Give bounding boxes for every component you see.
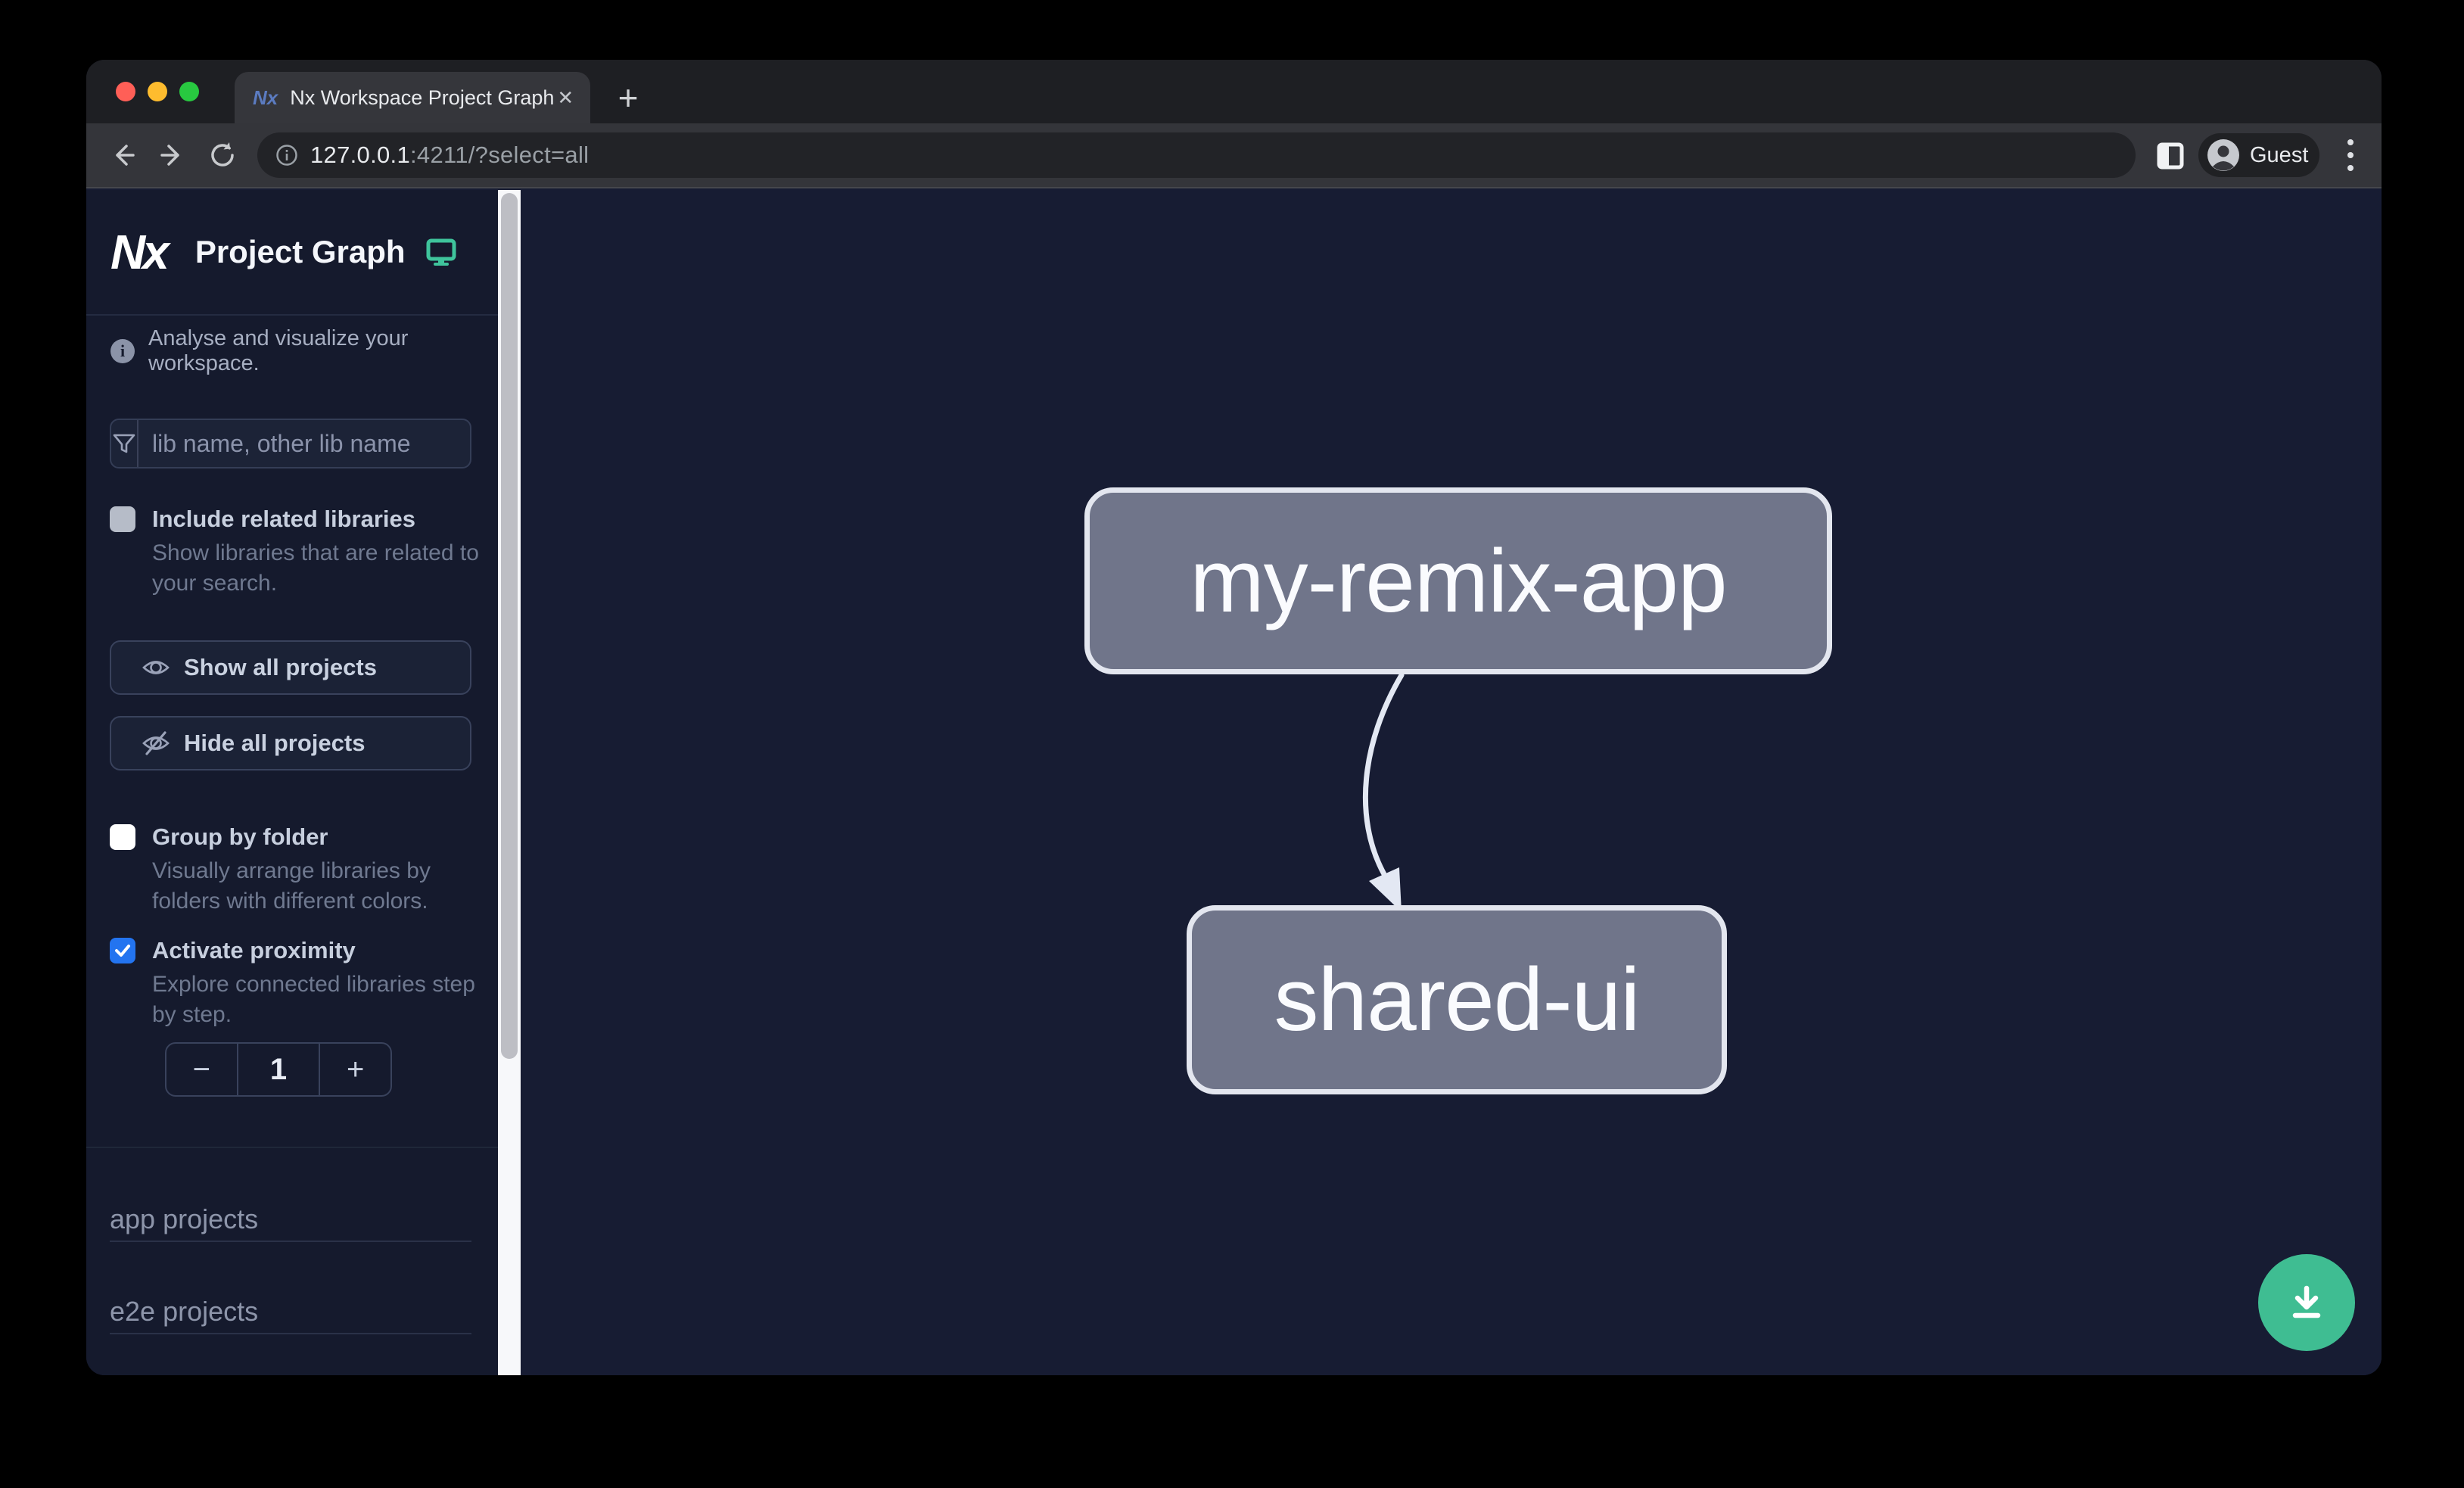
url-path: :4211/?select=all [409, 142, 590, 168]
download-icon [2292, 1285, 2321, 1318]
proximity-value: 1 [236, 1044, 321, 1095]
activate-proximity-checkbox[interactable] [110, 938, 135, 963]
activate-proximity-desc: Explore connected libraries step by step… [152, 972, 475, 1027]
theme-monitor-icon[interactable] [425, 236, 457, 268]
browser-window: Nx Nx Workspace Project Graph ✕ + 127.0.… [86, 60, 2382, 1375]
show-all-projects-label: Show all projects [184, 654, 377, 680]
sidebar-scrollbar[interactable] [498, 190, 521, 1375]
graph-node-shared-ui[interactable]: shared-ui [1187, 905, 1727, 1094]
graph-node-my-remix-app[interactable]: my-remix-app [1084, 487, 1832, 674]
workspace-tagline-row: i Analyse and visualize your workspace. [110, 326, 498, 376]
sidebar-header: Nx Project Graph [86, 190, 498, 316]
close-window-button[interactable] [116, 82, 135, 101]
group-by-folder-desc: Visually arrange libraries by folders wi… [152, 858, 431, 914]
proximity-decrement-button[interactable]: − [192, 1052, 211, 1086]
side-panel-icon[interactable] [2157, 142, 2184, 170]
eye-icon [142, 661, 170, 674]
site-info-icon[interactable] [275, 144, 298, 167]
toggle-activate-proximity: Activate proximity Explore connected lib… [110, 935, 475, 1030]
browser-tab[interactable]: Nx Nx Workspace Project Graph ✕ [235, 72, 590, 123]
tab-close-icon[interactable]: ✕ [557, 86, 574, 109]
url-bar[interactable]: 127.0.0.1:4211/?select=all [257, 132, 2136, 178]
group-by-folder-label: Group by folder [152, 823, 328, 850]
profile-button[interactable]: Guest [2198, 133, 2319, 177]
toggle-group-by-folder: Group by folder Visually arrange librari… [110, 821, 474, 917]
nx-logo: Nx [110, 225, 170, 279]
workspace-tagline: Analyse and visualize your workspace. [148, 326, 409, 375]
page-title: Project Graph [194, 234, 406, 269]
eye-off-icon [142, 731, 170, 755]
browser-menu-icon[interactable] [2335, 133, 2366, 177]
tab-title: Nx Workspace Project Graph [290, 86, 555, 109]
fullscreen-window-button[interactable] [179, 82, 199, 101]
toggle-include-related: Include related libraries Show libraries… [110, 503, 479, 599]
hide-all-projects-button[interactable]: Hide all projects [110, 716, 471, 770]
sidebar: Nx Project Graph i Analyse and visualize… [86, 190, 498, 1375]
reload-icon[interactable] [207, 140, 238, 170]
show-all-projects-button[interactable]: Show all projects [110, 640, 471, 695]
graph-canvas[interactable] [521, 190, 2382, 1375]
minimize-window-button[interactable] [148, 82, 167, 101]
forward-icon[interactable] [157, 140, 188, 170]
filter-box [110, 419, 484, 469]
include-related-desc: Show libraries that are related to your … [152, 540, 479, 596]
info-icon: i [110, 339, 135, 363]
profile-name: Guest [2250, 142, 2309, 167]
sidebar-divider [86, 1147, 498, 1148]
hide-all-projects-label: Hide all projects [184, 730, 366, 756]
page-content: Nx Project Graph i Analyse and visualize… [86, 190, 2382, 1375]
back-icon[interactable] [107, 140, 138, 170]
include-related-checkbox[interactable] [110, 506, 135, 532]
new-tab-button[interactable]: + [618, 78, 639, 117]
section-app-projects[interactable]: app projects [110, 1197, 471, 1242]
section-e2e-projects[interactable]: e2e projects [110, 1289, 471, 1334]
nx-favicon-icon: Nx [253, 86, 278, 109]
filter-funnel-icon [111, 420, 138, 467]
avatar-icon [2207, 139, 2239, 171]
activate-proximity-label: Activate proximity [152, 937, 356, 963]
download-graph-button[interactable] [2258, 1254, 2355, 1351]
proximity-stepper: − 1 + [165, 1042, 392, 1097]
tab-strip: Nx Nx Workspace Project Graph ✕ + [86, 60, 2382, 123]
url-host: 127.0.0.1 [310, 142, 410, 168]
browser-toolbar: 127.0.0.1:4211/?select=all Guest [86, 123, 2382, 188]
url-text: 127.0.0.1:4211/?select=all [310, 142, 589, 169]
proximity-increment-button[interactable]: + [346, 1052, 365, 1086]
group-by-folder-checkbox[interactable] [110, 824, 135, 850]
filter-input[interactable] [138, 420, 484, 467]
include-related-label: Include related libraries [152, 506, 416, 532]
scrollbar-thumb[interactable] [501, 193, 518, 1059]
